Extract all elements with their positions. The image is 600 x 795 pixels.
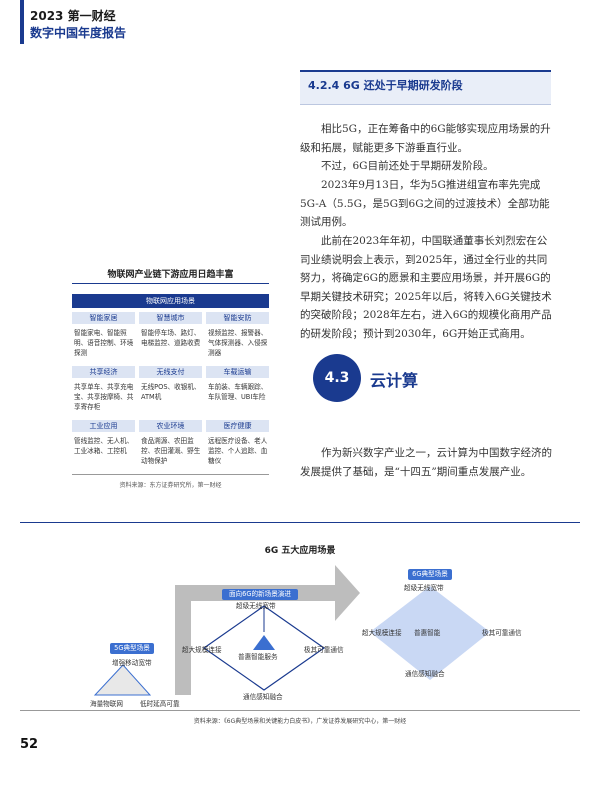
iot-cell: 车前装、车辆跟踪、车队管理、UBI车险 [208, 383, 268, 401]
page-number: 52 [20, 737, 39, 752]
transition-triangle [253, 635, 275, 650]
iot-cell: 远程医疗设备、老人监控、个人追踪、血糖仪 [208, 437, 268, 465]
transition-item: 极其可靠通信 [304, 646, 344, 654]
paragraph-1: 相比5G，正在筹备中的6G能够实现应用场景的升级和拓展，赋能更多下游垂直行业。 [300, 123, 551, 154]
g6-item: 超级无线宽带 [404, 584, 444, 592]
diagram-top-rule [20, 522, 580, 523]
g5-item: 低时延高可靠 [140, 700, 180, 708]
transition-item: 超大规模连接 [182, 646, 222, 654]
section-number-badge: 4.3 [313, 354, 361, 402]
transition-diamond [202, 605, 326, 691]
iot-category: 共享经济 [72, 366, 135, 378]
section-title-bar [300, 70, 551, 105]
g6-item: 普惠智能 [414, 629, 441, 637]
diagram-title: 6G 五大应用场景 [264, 546, 336, 556]
transition-label: 面向6G的新场景演进 [222, 589, 298, 600]
transition-item: 普惠智能服务 [238, 653, 278, 661]
transition-item: 超级无线宽带 [236, 602, 276, 610]
iot-cell: 智能家电、智能照明、语音控制、环境探测 [74, 329, 134, 357]
diagram-source: 资料来源：《6G典型场景和关键能力白皮书》，广发证券发展研究中心，第一财经 [193, 718, 407, 725]
g6-item: 超大规模连接 [362, 629, 402, 637]
iot-cell: 食品溯源、农田监控、农田灌溉、野生动物保护 [141, 437, 201, 465]
g5-item: 海量物联网 [90, 700, 123, 708]
iot-bottom-rule [72, 474, 269, 475]
diagram-bottom-rule [20, 710, 580, 711]
report-year-title: 2023 第一财经 [30, 9, 116, 23]
iot-category: 智慧城市 [139, 312, 202, 324]
g6-item: 通信感知融合 [405, 670, 445, 678]
paragraph-2: 不过，6G目前还处于早期研发阶段。 [321, 160, 494, 172]
iot-cell: 共享单车、共享充电宝、共享按摩椅、共享寄存柜 [74, 383, 134, 411]
transition-item: 通信感知融合 [243, 693, 283, 701]
iot-category: 车载运输 [206, 366, 269, 378]
iot-category: 智能家居 [72, 312, 135, 324]
iot-header-bar: 物联网应用场景 [72, 294, 269, 308]
iot-cell: 智能停车场、路灯、电梯监控、道路收费 [141, 329, 201, 347]
section-heading: 云计算 [370, 371, 419, 390]
paragraph-3: 2023年9月13日，华为5G推进组宣布率先完成5G-A（5.5G，是5G到6G… [300, 179, 550, 228]
iot-category: 无线支付 [139, 366, 202, 378]
iot-category: 工业应用 [72, 420, 135, 432]
header-accent-bar [20, 0, 24, 44]
section-title: 4.2.4 6G 还处于早期研发阶段 [308, 79, 463, 92]
g6-item: 极其可靠通信 [482, 629, 522, 637]
g6-diamond [370, 586, 490, 680]
report-name: 数字中国年度报告 [30, 26, 127, 40]
g5-label: 5G典型场景 [110, 643, 154, 654]
cloud-paragraph: 作为新兴数字产业之一，云计算为中国数字经济的发展提供了基础，是“十四五”期间重点… [300, 447, 552, 478]
paragraph-4: 此前在2023年年初，中国联通董事长刘烈宏在公司业绩说明会上表示，到2025年，… [300, 235, 552, 340]
iot-cell: 管线监控、无人机、工业冰箱、工控机 [74, 437, 134, 455]
iot-category: 农业环境 [139, 420, 202, 432]
iot-title-rule [72, 283, 269, 284]
iot-category: 智能安防 [206, 312, 269, 324]
iot-category: 医疗健康 [206, 420, 269, 432]
iot-source: 资料来源：东方证券研究所，第一财经 [119, 482, 222, 489]
iot-cell: 视频监控、报警器、气体探测器、入侵探测器 [208, 329, 268, 357]
transition-arrow [175, 565, 360, 695]
iot-figure-title: 物联网产业链下游应用日趋丰富 [107, 270, 234, 280]
g6-label: 6G典型场景 [408, 569, 452, 580]
g5-triangle [93, 664, 152, 696]
g5-item: 增强移动宽带 [112, 659, 152, 667]
iot-cell: 无线POS、收银机、ATM机 [141, 383, 201, 401]
